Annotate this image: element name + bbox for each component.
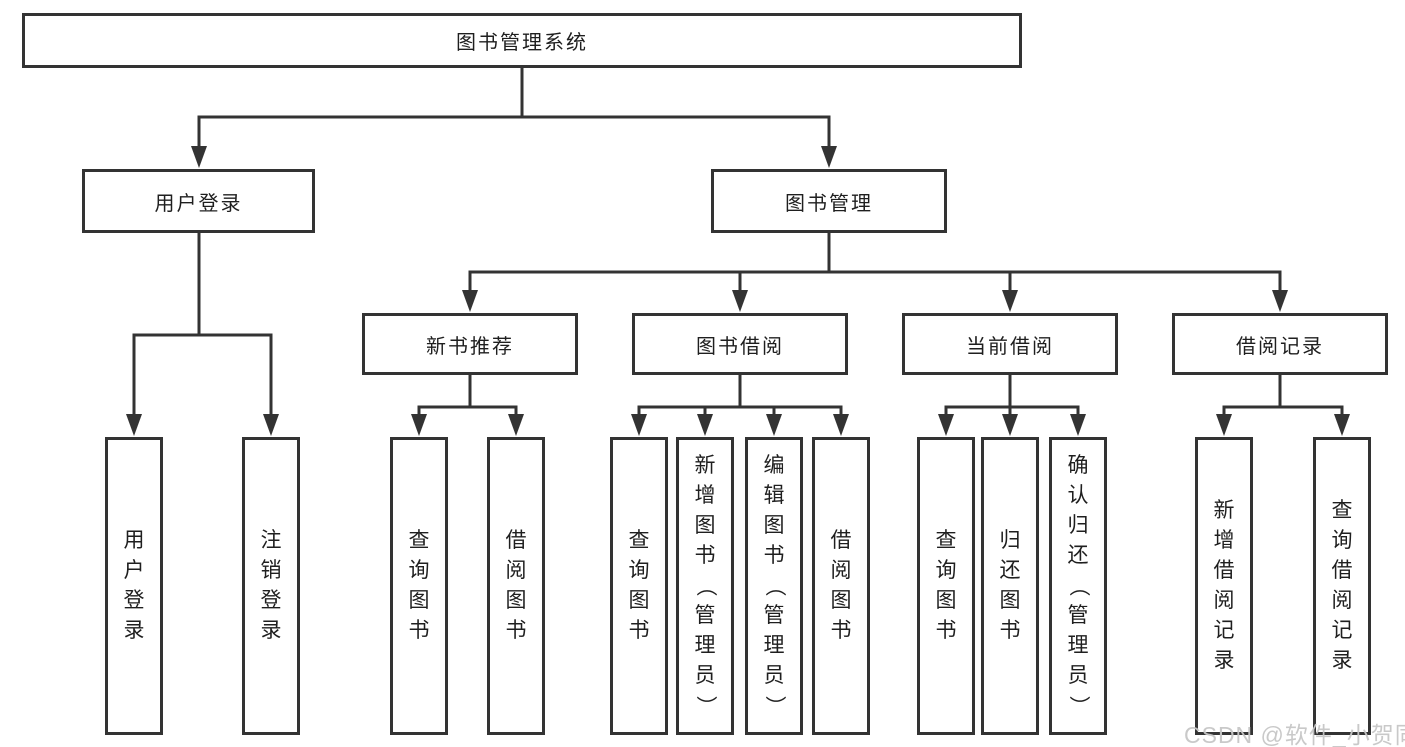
leaf-confirm-return-admin: 确认归还（管理员） xyxy=(1049,437,1107,735)
edge-userlogin-children xyxy=(132,333,273,421)
leaf-label: 查询图书 xyxy=(628,529,650,642)
arrow-down-icon xyxy=(1216,414,1232,436)
leaf-label: 确认归还（管理员） xyxy=(1067,454,1090,717)
node-user-login: 用户登录 xyxy=(82,169,315,233)
leaf-query-books: 查询图书 xyxy=(917,437,975,735)
leaf-borrow-books: 借阅图书 xyxy=(812,437,870,735)
arrow-down-icon xyxy=(1334,414,1350,436)
leaf-label: 查询图书 xyxy=(935,529,957,642)
leaf-label: 用户登录 xyxy=(123,529,145,642)
node-library-system: 图书管理系统 xyxy=(22,13,1022,68)
arrow-down-icon xyxy=(263,414,279,436)
arrow-down-icon xyxy=(631,414,647,436)
leaf-return-books: 归还图书 xyxy=(981,437,1039,735)
leaf-label: 编辑图书（管理员） xyxy=(763,454,786,717)
arrow-down-icon xyxy=(126,414,142,436)
arrowheads xyxy=(126,146,1350,436)
leaf-label: 借阅图书 xyxy=(830,529,852,642)
leaf-label: 查询图书 xyxy=(408,529,430,642)
arrow-down-icon xyxy=(191,146,207,168)
arrow-down-icon xyxy=(821,146,837,168)
csdn-watermark: CSDN @软件_小贺同学 xyxy=(1184,722,1405,747)
arrow-down-icon xyxy=(766,414,782,436)
arrow-down-icon xyxy=(1002,414,1018,436)
edge-bookmgmt-children xyxy=(468,270,1282,297)
leaf-query-books: 查询图书 xyxy=(610,437,668,735)
arrow-down-icon xyxy=(1070,414,1086,436)
arrow-down-icon xyxy=(732,290,748,312)
leaf-label: 归还图书 xyxy=(999,529,1021,642)
node-book-management: 图书管理 xyxy=(711,169,947,233)
leaf-edit-books-admin: 编辑图书（管理员） xyxy=(745,437,803,735)
node-current-borrowing: 当前借阅 xyxy=(902,313,1118,375)
arrow-down-icon xyxy=(462,290,478,312)
leaf-label: 注销登录 xyxy=(260,529,282,642)
leaf-label: 借阅图书 xyxy=(505,529,527,642)
leaf-logout: 注销登录 xyxy=(242,437,300,735)
leaf-label: 新增借阅记录 xyxy=(1213,499,1235,672)
leaf-label: 查询借阅记录 xyxy=(1331,499,1353,672)
edge-root-to-level2 xyxy=(197,115,831,153)
edge-newbook-children xyxy=(417,405,518,421)
node-new-book-recommendation: 新书推荐 xyxy=(362,313,578,375)
arrow-down-icon xyxy=(1002,290,1018,312)
arrow-down-icon xyxy=(833,414,849,436)
edge-borrowing-children xyxy=(637,405,843,421)
leaf-query-books: 查询图书 xyxy=(390,437,448,735)
leaf-label: 新增图书（管理员） xyxy=(694,454,717,717)
leaf-add-books-admin: 新增图书（管理员） xyxy=(676,437,734,735)
arrow-down-icon xyxy=(938,414,954,436)
leaf-user-login: 用户登录 xyxy=(105,437,163,735)
arrow-down-icon xyxy=(411,414,427,436)
arrow-down-icon xyxy=(508,414,524,436)
leaf-add-borrow-record: 新增借阅记录 xyxy=(1195,437,1253,735)
leaf-query-borrow-record: 查询借阅记录 xyxy=(1313,437,1371,735)
node-borrowing-records: 借阅记录 xyxy=(1172,313,1388,375)
leaf-borrow-books: 借阅图书 xyxy=(487,437,545,735)
arrow-down-icon xyxy=(697,414,713,436)
node-book-borrowing: 图书借阅 xyxy=(632,313,848,375)
edge-records-children xyxy=(1222,405,1344,421)
arrow-down-icon xyxy=(1272,290,1288,312)
